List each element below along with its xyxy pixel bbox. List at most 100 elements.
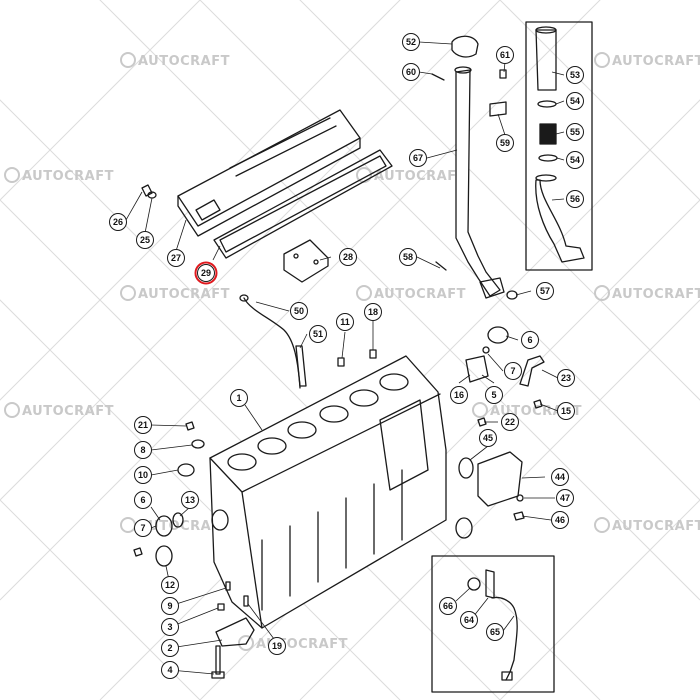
callout-54: 54 (566, 151, 584, 169)
callout-circle (268, 637, 286, 655)
callout-circle (161, 661, 179, 679)
callout-circle (161, 618, 179, 636)
callout-circle (399, 248, 417, 266)
callout-label: 11 (340, 317, 350, 327)
callout-11: 11 (336, 313, 354, 331)
callout-label: 46 (555, 515, 565, 525)
callout-7: 7 (504, 362, 522, 380)
callout-15: 15 (557, 402, 575, 420)
callout-circle (439, 597, 457, 615)
callout-circle (485, 386, 503, 404)
callout-label: 65 (490, 627, 500, 637)
callout-circle (339, 248, 357, 266)
watermark-layer: AUTOCRAFT AUTOCRAFT AUTOCRAFT AUTOCRAFT … (4, 52, 700, 652)
watermark-text: AUTOCRAFT (138, 54, 230, 69)
callout-circle (161, 597, 179, 615)
callout-13: 13 (181, 491, 199, 509)
callout-circle (450, 386, 468, 404)
callout-label: 52 (406, 37, 416, 47)
callout-circle (551, 468, 569, 486)
callout-circle (504, 362, 522, 380)
callout-label: 27 (171, 253, 181, 263)
callout-9: 9 (161, 597, 179, 615)
callout-label: 26 (113, 217, 123, 227)
callout-label: 2 (167, 643, 172, 653)
callout-label: 3 (167, 622, 172, 632)
callout-label: 4 (167, 665, 172, 675)
callout-circle (556, 489, 574, 507)
callout-64: 64 (460, 611, 478, 629)
callout-19: 19 (268, 637, 286, 655)
callout-45: 45 (479, 429, 497, 447)
callout-label: 53 (570, 70, 580, 80)
callout-circle (134, 416, 152, 434)
callout-5: 5 (485, 386, 503, 404)
callout-label: 6 (140, 495, 145, 505)
callout-16: 16 (450, 386, 468, 404)
callout-3: 3 (161, 618, 179, 636)
callout-label: 18 (368, 307, 378, 317)
callout-circle (501, 413, 519, 431)
callout-51: 51 (309, 325, 327, 343)
callout-label: 7 (510, 366, 515, 376)
callout-circle (460, 611, 478, 629)
watermark-text: AUTOCRAFT (612, 287, 700, 302)
callout-circle (134, 519, 152, 537)
callout-29: 29 (197, 264, 215, 282)
callout-54: 54 (566, 92, 584, 110)
cover-plate (283, 239, 329, 283)
callout-circle (136, 231, 154, 249)
callout-label: 44 (555, 472, 565, 482)
callout-circle (161, 576, 179, 594)
callout-8: 8 (134, 441, 152, 459)
dipstick-tube (455, 69, 501, 297)
callout-label: 54 (570, 96, 580, 106)
callout-circle (566, 66, 584, 84)
watermark-text: AUTOCRAFT (22, 404, 114, 419)
callout-circle (167, 249, 185, 267)
callout-25: 25 (136, 231, 154, 249)
callout-circle (566, 92, 584, 110)
watermark-text: AUTOCRAFT (612, 519, 700, 534)
callout-circle (402, 33, 420, 51)
watermark-text: AUTOCRAFT (374, 169, 466, 184)
callout-label: 16 (454, 390, 464, 400)
callout-59: 59 (496, 134, 514, 152)
callout-circle (197, 264, 215, 282)
callout-label: 15 (561, 406, 571, 416)
gasket (213, 149, 393, 259)
callout-53: 53 (566, 66, 584, 84)
watermark-text: AUTOCRAFT (374, 287, 466, 302)
callout-circle (134, 441, 152, 459)
callout-label: 22 (505, 417, 515, 427)
callout-label: 66 (443, 601, 453, 611)
callout-label: 28 (343, 252, 353, 262)
callout-label: 61 (500, 50, 510, 60)
callout-label: 67 (413, 153, 423, 163)
callout-21: 21 (134, 416, 152, 434)
callout-52: 52 (402, 33, 420, 51)
callout-55: 55 (566, 123, 584, 141)
callout-circle (109, 213, 127, 231)
callout-label: 10 (138, 470, 148, 480)
callout-label: 12 (165, 580, 175, 590)
callout-67: 67 (409, 149, 427, 167)
callout-circle (479, 429, 497, 447)
callout-label: 25 (140, 235, 150, 245)
callout-47: 47 (556, 489, 574, 507)
callout-label: 55 (570, 127, 580, 137)
callout-circle (134, 491, 152, 509)
callout-6: 6 (521, 331, 539, 349)
watermark-text: AUTOCRAFT (138, 519, 230, 534)
callout-46: 46 (551, 511, 569, 529)
callout-1: 1 (230, 389, 248, 407)
callout-50: 50 (290, 302, 308, 320)
callout-label: 7 (140, 523, 145, 533)
callout-label: 51 (313, 329, 323, 339)
callout-label: 47 (560, 493, 570, 503)
valve-cover (177, 109, 361, 237)
callout-label: 8 (140, 445, 145, 455)
callout-10: 10 (134, 466, 152, 484)
callout-label: 57 (540, 286, 550, 296)
